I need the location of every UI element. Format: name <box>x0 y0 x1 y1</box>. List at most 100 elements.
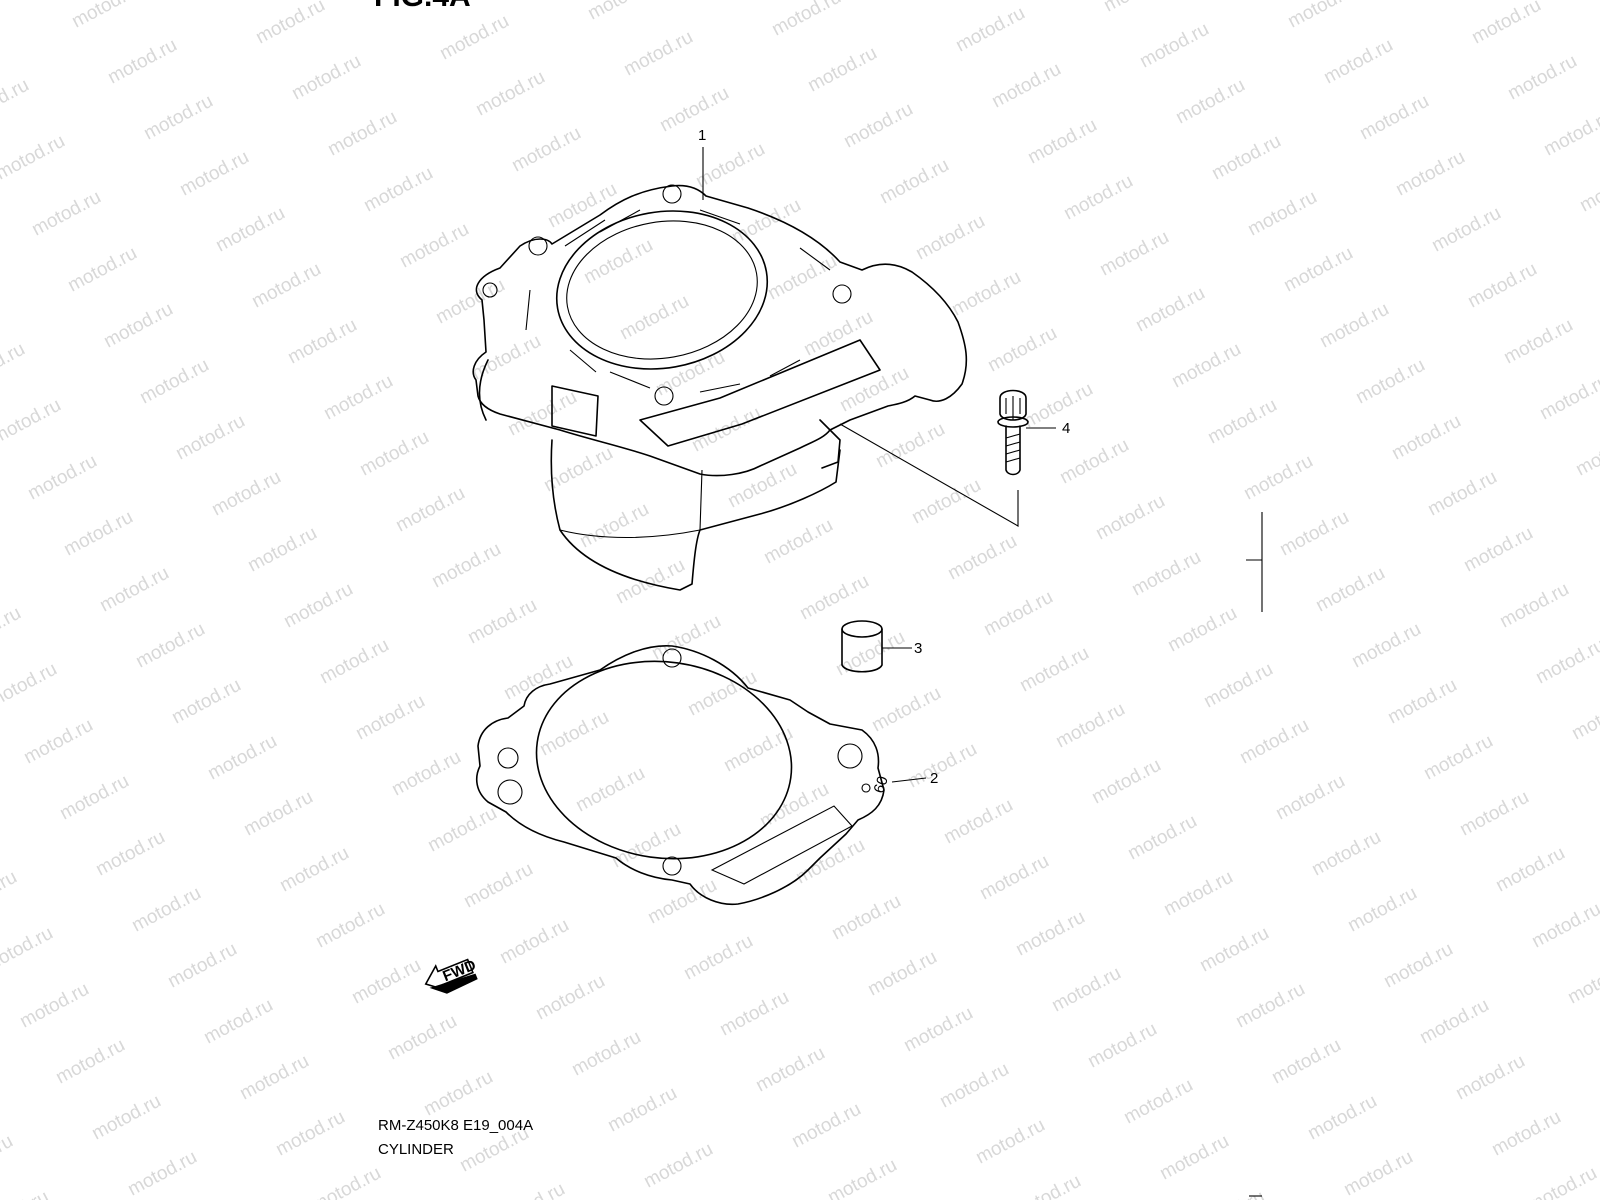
watermark-text: motod.ru <box>460 859 536 913</box>
watermark-text: motod.ru <box>68 0 144 32</box>
watermark-text: motod.ru <box>984 323 1060 377</box>
watermark-text: motod.ru <box>56 771 132 825</box>
leader-lines <box>702 147 1263 1197</box>
watermark-text: motod.ru <box>1128 547 1204 601</box>
watermark-text: motod.ru <box>0 923 57 977</box>
watermark-text: motod.ru <box>1504 51 1580 105</box>
diagram-title: CYLINDER <box>378 1141 454 1158</box>
watermark-text: motod.ru <box>728 195 804 249</box>
watermark-text: motod.ru <box>828 891 904 945</box>
watermark-text: motod.ru <box>204 731 280 785</box>
watermark-text: motod.ru <box>1200 659 1276 713</box>
watermark-text: motod.ru <box>1008 1171 1084 1200</box>
watermark-text: motod.ru <box>804 43 880 97</box>
fwd-arrow-icon: FWD <box>424 957 479 994</box>
watermark-text: motod.ru <box>1012 907 1088 961</box>
watermark-text: motod.ru <box>1020 379 1096 433</box>
watermark-text: motod.ru <box>788 1099 864 1153</box>
watermark-text: motod.ru <box>1268 1035 1344 1089</box>
watermark-text: motod.ru <box>656 83 732 137</box>
watermark-text: motod.ru <box>1236 715 1312 769</box>
watermark-text: motod.ru <box>1100 0 1176 16</box>
watermark-text: motod.ru <box>940 795 1016 849</box>
watermark-text: motod.ru <box>608 819 684 873</box>
watermark-text: motod.ru <box>912 211 988 265</box>
watermark-text: motod.ru <box>1052 699 1128 753</box>
watermark-text: motod.ru <box>396 219 472 273</box>
watermark-text: motod.ru <box>568 1027 644 1081</box>
watermark-text: motod.ru <box>92 827 168 881</box>
watermark-text: motod.ru <box>496 915 572 969</box>
watermark-text: motod.ru <box>908 475 984 529</box>
watermark-text: motod.ru <box>584 0 660 24</box>
watermark-text: motod.ru <box>1428 203 1504 257</box>
watermark-text: motod.ru <box>692 139 768 193</box>
watermark-text: motod.ru <box>1568 691 1600 745</box>
watermark-text: motod.ru <box>1500 315 1576 369</box>
watermark-text: motod.ru <box>684 667 760 721</box>
watermark-text: motod.ru <box>1164 603 1240 657</box>
watermark-text: motod.ru <box>760 515 836 569</box>
watermark-text: motod.ru <box>1352 355 1428 409</box>
watermark-text: motod.ru <box>840 99 916 153</box>
watermark-text: motod.ru <box>500 651 576 705</box>
watermark-text: motod.ru <box>948 267 1024 321</box>
watermark-text: motod.ru <box>28 187 104 241</box>
watermark-text: motod.ru <box>976 851 1052 905</box>
watermark-text: motod.ru <box>620 27 696 81</box>
watermark-text: motod.ru <box>1532 635 1600 689</box>
watermark-text: motod.ru <box>544 179 620 233</box>
watermark-text: motod.ru <box>128 883 204 937</box>
watermark-text: motod.ru <box>356 427 432 481</box>
watermark-text: motod.ru <box>688 403 764 457</box>
watermark-text: motod.ru <box>284 315 360 369</box>
callout-3: 3 <box>914 640 922 657</box>
watermark-text: motod.ru <box>88 1091 164 1145</box>
watermark-text: motod.ru <box>680 931 756 985</box>
callout-4: 4 <box>1062 420 1070 437</box>
watermark-text: motod.ru <box>936 1059 1012 1113</box>
watermark-text: motod.ru <box>0 1187 53 1200</box>
watermark-text: motod.ru <box>1084 1019 1160 1073</box>
watermark-text: motod.ru <box>792 835 868 889</box>
watermark-text: motod.ru <box>432 275 508 329</box>
watermark-text: motod.ru <box>428 539 504 593</box>
watermark-text: motod.ru <box>100 299 176 353</box>
watermark-text: motod.ru <box>768 0 844 40</box>
watermark-text: motod.ru <box>1356 91 1432 145</box>
watermark-text: motod.ru <box>172 411 248 465</box>
watermark-text: motod.ru <box>0 339 29 393</box>
watermark-text: motod.ru <box>208 467 284 521</box>
watermark-text: motod.ru <box>1536 371 1600 425</box>
watermark-text: motod.ru <box>720 723 796 777</box>
watermark-text: motod.ru <box>24 451 100 505</box>
watermark-text: motod.ru <box>952 3 1028 57</box>
watermark-text: motod.ru <box>1388 411 1464 465</box>
watermark-text: motod.ru <box>756 779 832 833</box>
watermark-text: motod.ru <box>1344 883 1420 937</box>
watermark-text: motod.ru <box>240 787 316 841</box>
watermark-text: motod.ru <box>1496 579 1572 633</box>
watermark-text: motod.ru <box>1416 995 1492 1049</box>
watermark-text: motod.ru <box>132 619 208 673</box>
watermark-text: motod.ru <box>1240 451 1316 505</box>
watermark-text: motod.ru <box>140 91 216 145</box>
watermark-text: motod.ru <box>800 307 876 361</box>
watermark-text: motod.ru <box>52 1035 128 1089</box>
watermark-text: motod.ru <box>1088 755 1164 809</box>
watermark-text: motod.ru <box>1060 171 1136 225</box>
watermark-text: motod.ru <box>164 939 240 993</box>
watermark-text: motod.ru <box>796 571 872 625</box>
watermark-text: motod.ru <box>944 531 1020 585</box>
watermark-text: motod.ru <box>16 979 92 1033</box>
watermark-text: motod.ru <box>1124 811 1200 865</box>
watermark-text: motod.ru <box>352 691 428 745</box>
watermark-text: motod.ru <box>652 347 728 401</box>
watermark-text: motod.ru <box>64 243 140 297</box>
watermark-text: motod.ru <box>492 1179 568 1200</box>
watermark-text: motod.ru <box>168 675 244 729</box>
watermark-text: motod.ru <box>868 683 944 737</box>
watermark-text: motod.ru <box>1540 107 1600 161</box>
watermark-text: motod.ru <box>308 1163 384 1200</box>
